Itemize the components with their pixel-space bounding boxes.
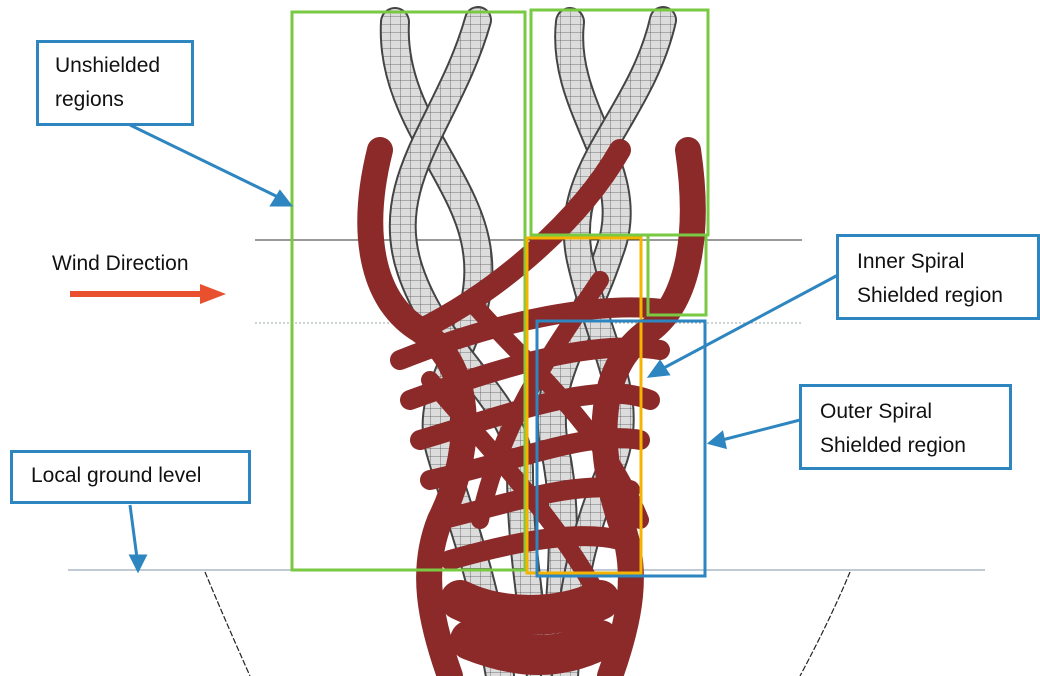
- outer-spiral-callout-line-1: Outer Spiral: [820, 395, 1009, 429]
- outer-spiral-callout: Outer Spiral Shielded region: [799, 384, 1012, 470]
- unshielded-callout: Unshielded regions: [36, 40, 194, 126]
- ground-slope-right: [800, 572, 850, 676]
- outer-spiral-callout-line-2: Shielded region: [820, 429, 1009, 463]
- ground-level-callout-text: Local ground level: [31, 459, 248, 493]
- unshielded-callout-line-2: regions: [55, 83, 191, 117]
- inner-spiral-callout: Inner Spiral Shielded region: [836, 234, 1040, 320]
- ground-slope-left: [205, 572, 250, 676]
- inner-spiral-callout-line-1: Inner Spiral: [857, 245, 1037, 279]
- ground-level-callout: Local ground level: [10, 450, 251, 504]
- wind-arrow: [70, 284, 226, 304]
- inner-spiral-callout-line-2: Shielded region: [857, 279, 1037, 313]
- unshielded-callout-line-1: Unshielded: [55, 49, 191, 83]
- wind-direction-label: Wind Direction: [52, 252, 189, 276]
